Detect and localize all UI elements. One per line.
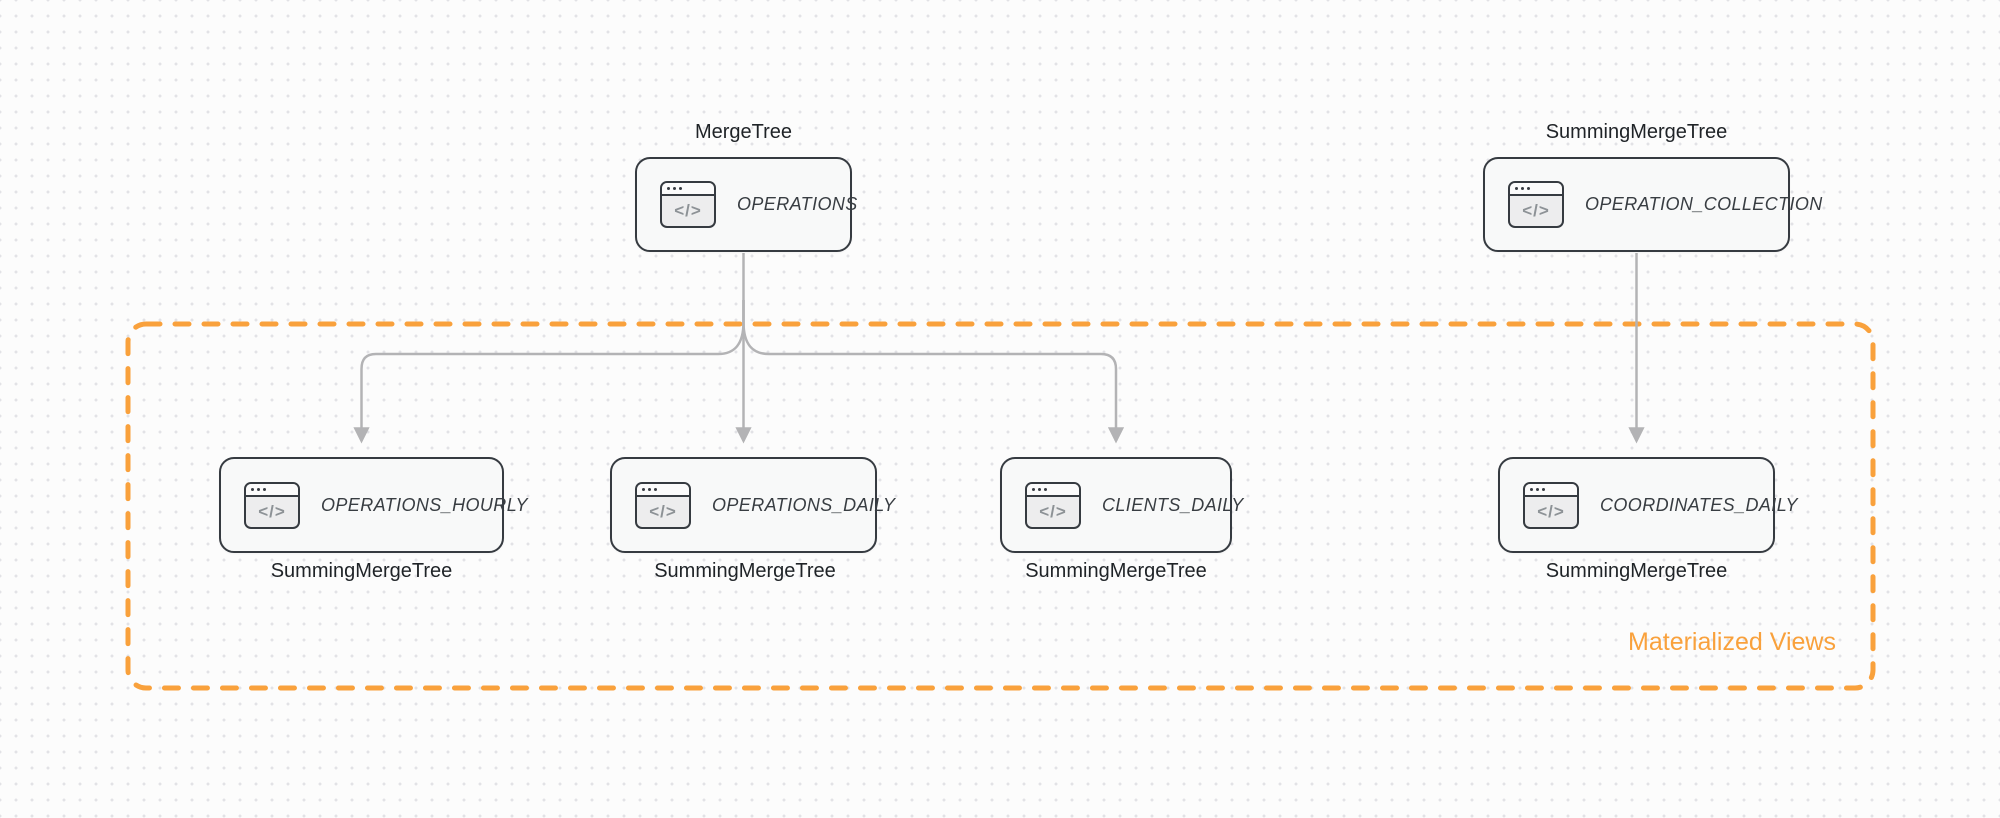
node-label: COORDINATES_DAILY [1600, 494, 1798, 515]
code-glyph: </> [258, 501, 286, 521]
window-titlebar [637, 483, 689, 497]
table-node-coordinates-daily[interactable]: </> COORDINATES_DAILY [1498, 457, 1797, 553]
code-window-icon: </> [244, 481, 300, 529]
node-label: CLIENTS_DAILY [1102, 494, 1244, 515]
code-glyph: </> [649, 501, 677, 521]
window-dot [263, 487, 266, 491]
window-dot [654, 487, 657, 491]
window-dot [1044, 487, 1047, 491]
window-dot [642, 487, 645, 491]
window-dot [1521, 187, 1524, 190]
table-node-operations[interactable]: </> OPERATIONS [635, 157, 857, 252]
code-glyph: </> [674, 201, 702, 220]
edge-operations-to-operations-hourly[interactable] [353, 300, 745, 444]
materialized-views-group-frame[interactable] [125, 321, 1876, 691]
window-dot [1530, 487, 1533, 491]
engine-label-operations: MergeTree [694, 121, 793, 143]
node-label: OPERATIONS_HOURLY [321, 494, 528, 515]
window-dot [257, 487, 260, 491]
code-window-icon: </> [660, 181, 716, 228]
window-dot [667, 187, 670, 190]
code-glyph: </> [1537, 501, 1565, 521]
engine-label-operations-hourly: SummingMergeTree [270, 560, 453, 582]
window-dot [1515, 187, 1518, 190]
window-dot [251, 487, 254, 491]
window-dot [1536, 487, 1539, 491]
window-dot [673, 187, 676, 190]
table-node-operations-daily[interactable]: </> OPERATIONS_DAILY [610, 457, 895, 553]
engine-label-operations-daily: SummingMergeTree [654, 560, 836, 582]
materialized-views-group-label: Materialized Views [1628, 628, 1836, 656]
edge-operations-to-clients-daily[interactable] [742, 300, 1125, 444]
code-glyph: </> [1522, 201, 1550, 220]
code-glyph: </> [1039, 501, 1067, 521]
window-titlebar [662, 183, 714, 196]
window-titlebar [1027, 483, 1079, 497]
code-window-icon: </> [1508, 181, 1564, 228]
code-window-icon: </> [635, 481, 691, 529]
table-node-operation-collection[interactable]: </> OPERATION_COLLECTION [1483, 157, 1822, 252]
table-node-clients-daily[interactable]: </> CLIENTS_DAILY [1000, 457, 1243, 553]
window-dot [1032, 487, 1035, 491]
engine-label-operation-collection: SummingMergeTree [1545, 121, 1728, 143]
window-dot [1527, 187, 1530, 190]
window-titlebar [246, 483, 298, 497]
code-window-icon: </> [1025, 481, 1081, 529]
window-dot [1038, 487, 1041, 491]
node-label: OPERATIONS_DAILY [712, 494, 896, 515]
engine-label-coordinates-daily: SummingMergeTree [1545, 560, 1728, 582]
node-label: OPERATION_COLLECTION [1585, 194, 1823, 214]
window-titlebar [1510, 183, 1562, 196]
engine-label-clients-daily: SummingMergeTree [1025, 560, 1207, 582]
window-dot [1542, 487, 1545, 491]
window-titlebar [1525, 483, 1577, 497]
node-label: OPERATIONS [737, 194, 858, 214]
table-node-operations-hourly[interactable]: </> OPERATIONS_HOURLY [219, 457, 527, 553]
window-dot [679, 187, 682, 190]
code-window-icon: </> [1523, 481, 1579, 529]
window-dot [648, 487, 651, 491]
